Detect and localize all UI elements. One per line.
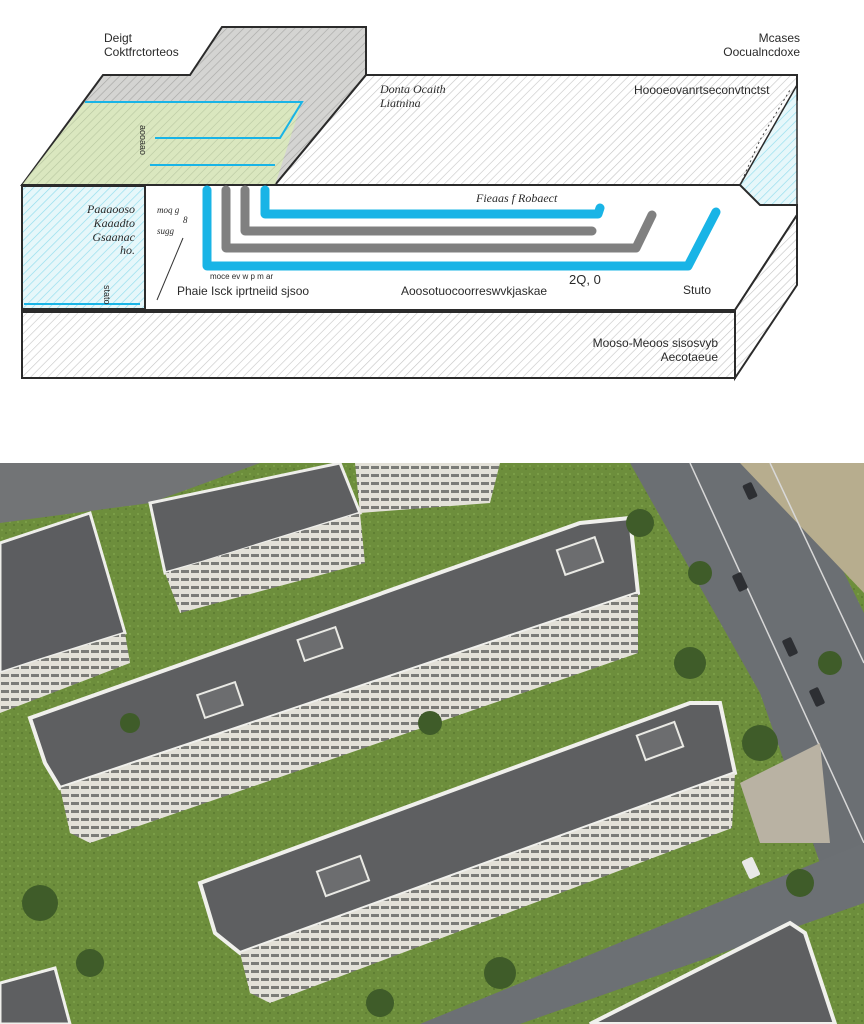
- aerial-photo-drawing: [0, 463, 864, 1024]
- inner-gray-pipe: [240, 185, 597, 236]
- outer-gray-pipe: [221, 185, 657, 253]
- aerial-photo: [0, 463, 864, 1024]
- left-glass-panel: [21, 185, 146, 310]
- base-label: Mooso-Meoos sisosvyb Aecotaeue: [592, 336, 718, 365]
- roof-label-line2: Liatnina: [380, 95, 421, 110]
- title-right: Mcases Oocualncdoxe: [723, 31, 800, 60]
- title-right-line1: Mcases: [758, 31, 800, 45]
- base-label-line1: Mooso-Meoos sisosvyb: [592, 336, 718, 350]
- pipe-top-label: Fieaas f Robaect: [476, 191, 558, 205]
- title-left-line2: Coktfrctorteos: [104, 44, 179, 59]
- green-vertical-label: aooaao: [138, 125, 148, 156]
- annotation-small: moq g 8 sugg: [157, 205, 188, 236]
- left-panel-line3: Gsaanac: [92, 229, 135, 244]
- left-panel-line4: ho.: [120, 243, 135, 258]
- annotation-line1: moq g: [157, 205, 180, 215]
- title-left: Deigt Coktfrctorteos: [104, 31, 179, 60]
- number-label: 2Q, 0: [569, 272, 601, 287]
- isometric-building-diagram: Deigt Coktfrctorteos Mcases Oocualncdoxe…: [0, 0, 864, 463]
- title-left-line1: Deigt: [104, 31, 133, 45]
- building-bottom-left: [0, 966, 72, 1024]
- annotation-line2: 8: [183, 215, 188, 226]
- bottom-caption-2: Aoosotuocoorreswvkjaskae: [401, 284, 548, 298]
- roof-label: Donta Ocaith Liatnina: [380, 82, 446, 111]
- left-panel-label: Paaaooso Kaaadto Gsaanac ho.: [87, 202, 135, 258]
- building-bottom-right: [589, 920, 838, 1024]
- base-label-line2: Aecotaeue: [660, 349, 718, 364]
- roof-label-line1: Donta Ocaith: [380, 82, 446, 96]
- inner-blue-pipe: [260, 185, 605, 219]
- bottom-caption-1: Phaie Isck iprtneiid sjsoo: [177, 284, 310, 298]
- left-panel-line2: Kaaadto: [93, 215, 135, 230]
- pipe-caption-small: moce ev w p m ar: [210, 272, 274, 281]
- title-right-line2: Oocualncdoxe: [723, 44, 800, 59]
- annotation-line3: sugg: [157, 225, 175, 236]
- outer-blue-pipe: [202, 185, 721, 271]
- left-panel-vertical-label: stato: [102, 285, 112, 305]
- diagram-drawing: [20, 26, 798, 382]
- right-label: Stuto: [683, 283, 712, 297]
- base-slab: [21, 311, 736, 379]
- left-panel-line1: Paaaooso: [87, 202, 135, 216]
- roof-right-label: Hoooeovanrtseconvtnctst: [634, 83, 770, 97]
- green-roof-area: [22, 102, 302, 185]
